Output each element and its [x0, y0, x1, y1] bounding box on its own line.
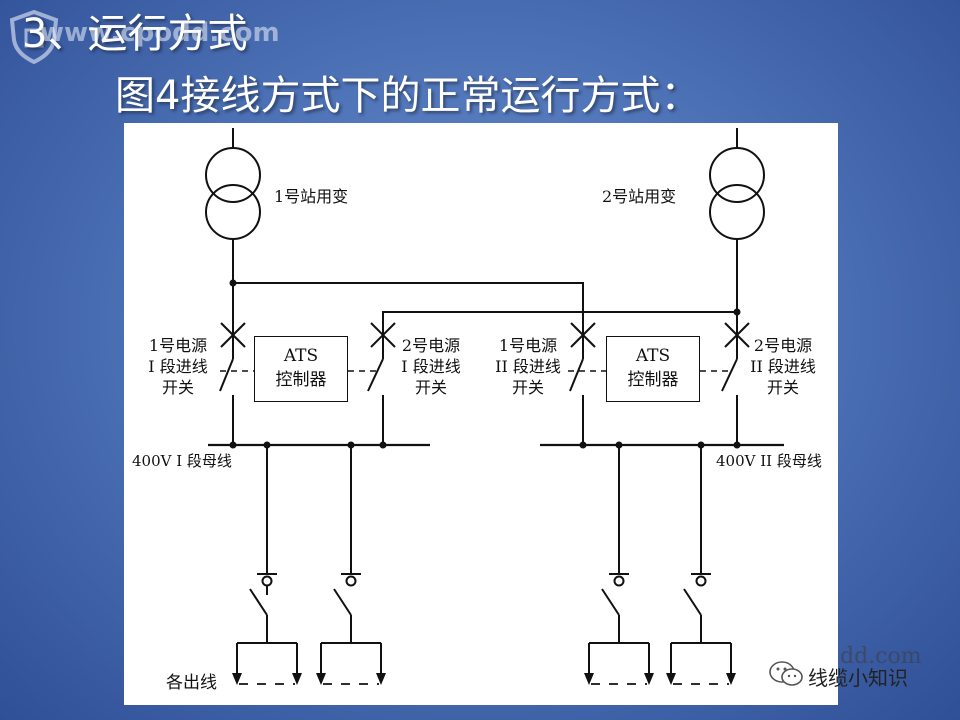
switch-1-I-label: 1号电源 I 段进线 开关 — [148, 336, 208, 397]
logo-shield-icon — [6, 8, 62, 68]
slide-subtitle: 图4接线方式下的正常运行方式： — [115, 73, 701, 119]
breaker-2-I — [367, 322, 396, 445]
transformer-2-label: 2号站用变 — [602, 187, 677, 206]
transformer-2-icon — [709, 128, 765, 336]
wiring-diagram: 1号站用变 2号站用变 1号电源 I 段进线 开关 2号电源 I 段进线 开关 … — [124, 123, 838, 705]
ats-controller-I: ATS 控制器 — [254, 336, 348, 402]
transformer-1-label: 1号站用变 — [274, 187, 349, 206]
switch-2-II-label: 2号电源 II 段进线 开关 — [750, 336, 816, 397]
switch-1-II-label: 1号电源 II 段进线 开关 — [495, 336, 561, 397]
junction-dots — [229, 279, 741, 449]
feeder-4 — [670, 445, 732, 678]
busbar-II-label: 400V II 段母线 — [716, 452, 822, 470]
feeder-1 — [236, 445, 298, 678]
feeder-2 — [320, 445, 382, 678]
watermark-bottom: 线缆小知识 — [808, 666, 908, 690]
diagram-lines — [205, 128, 784, 685]
watermark-bottom-url: dd.com — [840, 644, 922, 669]
breaker-2-II — [721, 322, 750, 445]
switch-2-I-label: 2号电源 I 段进线 开关 — [401, 336, 461, 397]
feeder-3 — [588, 445, 650, 678]
tie-line-1 — [233, 282, 584, 336]
tie-line-2 — [382, 311, 737, 336]
busbar-I-label: 400V I 段母线 — [132, 452, 232, 470]
breaker-1-I — [219, 322, 246, 445]
breaker-1-II — [569, 322, 596, 445]
feeders-label: 各出线 — [166, 673, 217, 693]
watermark-top: www.cpodd.com — [40, 18, 280, 48]
feeder-arrows — [232, 673, 736, 685]
transformer-1-icon — [205, 128, 261, 336]
wechat-icon — [768, 660, 804, 692]
slide-title: 3、运行方式 — [22, 11, 248, 57]
ats-controller-II: ATS 控制器 — [606, 336, 700, 402]
